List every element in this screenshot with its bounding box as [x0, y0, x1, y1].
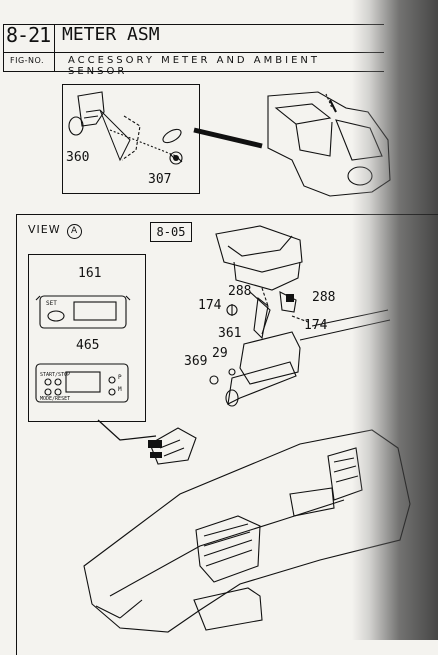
meter-465-body — [35, 363, 129, 403]
screw-29 — [228, 368, 236, 376]
parts-catalog-page: 8-21 FIG-NO. METER ASM ACCESSORY METER A… — [3, 0, 438, 655]
meter-start-stop-label: START/STOP — [40, 372, 71, 378]
bracket-top — [215, 225, 303, 273]
meter-p-label: P — [118, 374, 122, 381]
callout-174-left: 174 — [198, 298, 222, 313]
callout-465: 465 — [76, 338, 100, 353]
reference-box: 8-05 — [150, 222, 192, 242]
callout-288-left: 288 — [228, 284, 252, 299]
center-vent — [195, 515, 261, 583]
fig-number: 8-21 — [6, 23, 51, 47]
sensor-body — [68, 116, 84, 136]
meter-161-body — [39, 295, 127, 329]
nut-307 — [169, 151, 183, 165]
fig-label-cell — [4, 52, 55, 72]
callout-369: 369 — [184, 354, 208, 369]
meter-161-display — [73, 301, 117, 321]
fig-number-cell — [4, 25, 55, 52]
callout-307: 307 — [148, 172, 172, 187]
meter-housing-361 — [239, 331, 301, 385]
page-title: METER ASM — [62, 24, 160, 45]
page-subtitle: ACCESSORY METER AND AMBIENT SENSOR — [68, 55, 320, 77]
callout-29: 29 — [212, 346, 228, 361]
sensor-detail-frame — [62, 84, 200, 194]
fig-label: FIG-NO. — [10, 56, 45, 65]
locator-arrow — [193, 127, 263, 149]
meter-465-display — [65, 371, 101, 393]
meter-m-label: M — [118, 386, 122, 393]
callout-361: 361 — [218, 326, 242, 341]
header-divider — [54, 52, 384, 53]
callout-174-right: 174 — [304, 318, 328, 333]
scan-shadow-edge — [352, 0, 438, 640]
view-marker: A — [67, 224, 83, 239]
view-a-frame — [16, 214, 438, 655]
meter-set-label: SET — [46, 300, 57, 307]
callout-288-right: 288 — [312, 290, 336, 305]
screw-369 — [209, 375, 219, 385]
callout-161: 161 — [78, 266, 102, 281]
meter-detail-frame — [28, 254, 146, 422]
view-label-text: VIEW — [28, 223, 61, 236]
meter-mode-reset-label: MODE/RESET — [40, 396, 71, 402]
view-a-label: VIEW A — [28, 223, 83, 239]
switch-block — [149, 427, 197, 465]
header-block: 8-21 FIG-NO. METER ASM ACCESSORY METER A… — [3, 23, 384, 77]
callout-360: 360 — [66, 150, 90, 165]
